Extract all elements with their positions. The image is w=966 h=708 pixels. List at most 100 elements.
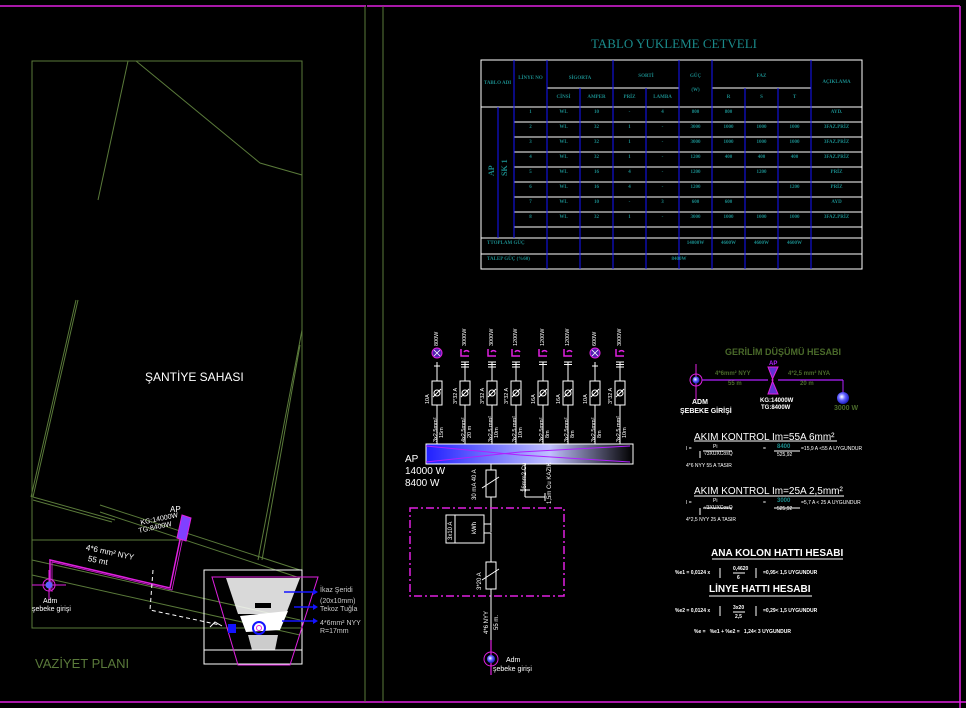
kolon-total: %e = %e1 + %e2 = 1,24< 3 UYGUNDUR <box>694 629 791 635</box>
table-cell-amper: 32 <box>594 155 599 160</box>
table-cell-cinsi: WL <box>559 140 568 145</box>
circuit-length: 10m <box>622 427 628 438</box>
table-cell-cinsi: WL <box>559 125 568 130</box>
sld-source-label-2: şebeke girişi <box>493 666 532 673</box>
vd-panel-tag: AP <box>769 361 778 367</box>
panel-sub: SK 1 <box>500 159 509 176</box>
vd-load: 3000 W <box>834 405 859 412</box>
table-cell-guc: 1200 <box>690 155 701 160</box>
check-note: 4*6 NYY 55 A TASIR <box>686 463 732 469</box>
table-cell-lamba: 4 <box>661 110 664 115</box>
table-cell-amper: 32 <box>594 125 599 130</box>
toplam-guc: 14000W <box>686 241 705 246</box>
circuit-length: 10m <box>518 427 524 438</box>
table-cell-guc: 1200 <box>690 170 701 175</box>
circuit-power: 3000W <box>462 328 468 346</box>
table-cell-lamba: 3 <box>661 200 664 205</box>
check-eq: = <box>763 446 766 452</box>
header-amper: AMPER <box>587 95 606 100</box>
check-eq: = <box>763 500 766 506</box>
circuit-breaker: 3*32 A <box>608 387 614 404</box>
table-cell-lamba: - <box>661 215 664 220</box>
socket-icon <box>615 349 625 357</box>
socket-icon <box>538 349 548 357</box>
table-cell-s: 1000 <box>756 140 767 145</box>
check-result: =15,9 A <55 A UYGUNDUR <box>801 446 863 452</box>
circuit-breaker: 16A <box>556 394 562 404</box>
sld-source-symbol <box>483 651 499 667</box>
header-guc-unit: (W) <box>691 88 700 93</box>
header-priz: PRİZ <box>623 95 636 100</box>
header-cinsi: CİNSİ <box>556 95 571 100</box>
trench-label: Tekoz Tuğla <box>320 606 358 613</box>
table-cell-cinsi: WL <box>559 155 568 160</box>
check-note: 4*2,5 NYY 25 A TASIR <box>686 517 737 523</box>
linye-title: LİNYE HATTI HESABI <box>709 584 811 595</box>
check-result: =5,7 A < 25 A UYGUNDUR <box>801 500 861 506</box>
table-cell-no: 6 <box>529 185 532 190</box>
check-divisor: 525,92 <box>777 506 793 512</box>
kolon-line1-result: =0,95< 1,5 UYGUNDUR <box>763 570 818 576</box>
main-rcd-label: 30 mA 40 A <box>472 469 478 500</box>
trench-detail <box>203 569 319 666</box>
ground-label-1: 16mm2 Cu <box>522 462 528 492</box>
site-source-label-1: Adm <box>43 598 58 605</box>
kolon-line2-left: %e2 = 0,0124 x <box>675 608 711 614</box>
check-denominator: √3XUXCosQ <box>704 505 733 511</box>
table-cell-guc: 3000 <box>690 215 701 220</box>
table-cell-aciklama: PRİZ <box>830 170 843 175</box>
circuit-length: 20 m <box>467 425 473 438</box>
plan-title: VAZİYET PLANI <box>35 656 130 671</box>
ap-busbar <box>425 443 634 465</box>
socket-icon <box>563 349 573 357</box>
vd-cable1: 4*6mm² NYY <box>715 371 751 377</box>
table-cell-amper: 10 <box>594 200 599 205</box>
meter-breaker <box>485 561 497 590</box>
toplam-r: 4600W <box>721 241 736 246</box>
parcel-edge-top <box>128 60 303 176</box>
check-i: I = <box>686 446 692 452</box>
kolon-line2-num: 3x20 <box>733 605 745 611</box>
table-cell-lamba: - <box>661 185 664 190</box>
table-cell-amper: 16 <box>594 185 599 190</box>
check-i: I = <box>686 500 692 506</box>
socket-icon <box>511 349 521 357</box>
incoming-cable-label: 4*6 NYY <box>484 610 490 634</box>
table-cell-no: 7 <box>529 200 532 205</box>
header-s: S <box>760 95 763 100</box>
circuit-power: 1200W <box>565 328 571 346</box>
header-faz: FAZ <box>756 74 767 79</box>
table-cell-amper: 32 <box>594 140 599 145</box>
table-cell-aciklama: AYD <box>831 200 842 205</box>
circuit-power: 1200W <box>540 328 546 346</box>
incoming-length-label: 55 m. <box>494 614 500 630</box>
trench-label: (20x10mm) <box>320 598 356 605</box>
table-cell-priz: 1 <box>628 155 631 160</box>
voltage-drop-diagram <box>689 364 849 404</box>
circuit-breaker: 10A <box>425 394 431 404</box>
kolon-line2-result: =0,29< 1,5 UYGUNDUR <box>763 608 818 614</box>
table-cell-no: 4 <box>529 155 532 160</box>
site-ap-label: AP <box>170 505 181 514</box>
header-lamba: LAMBA <box>653 95 672 100</box>
single-line-diagram <box>431 347 626 444</box>
toplam-s: 4600W <box>754 241 769 246</box>
circuit-breaker: 10A <box>583 394 589 404</box>
kolon-line1-num: 0,4620 <box>733 566 749 572</box>
vd-source-1: ADM <box>692 399 708 406</box>
panel-name: AP <box>487 165 496 176</box>
socket-icon <box>460 349 470 357</box>
kolon-line1-den: 6 <box>737 575 740 581</box>
check-denominator: √3XUXCosQ <box>704 451 733 457</box>
site-plan <box>30 60 303 636</box>
circuit-length: 10m <box>494 427 500 438</box>
meter-label: kWh <box>472 522 478 534</box>
table-cell-aciklama: 3FAZ.PRİZ <box>823 215 850 220</box>
circuit-breaker: 16A <box>531 394 537 404</box>
cable-route <box>49 529 183 590</box>
table-cell-cinsi: WL <box>559 110 568 115</box>
check-divisor: 525,92 <box>777 452 793 458</box>
table-cell-aciklama: 3FAZ.PRİZ <box>823 155 850 160</box>
table-cell-r: 1000 <box>723 125 734 130</box>
table-cell-r: 1000 <box>723 140 734 145</box>
